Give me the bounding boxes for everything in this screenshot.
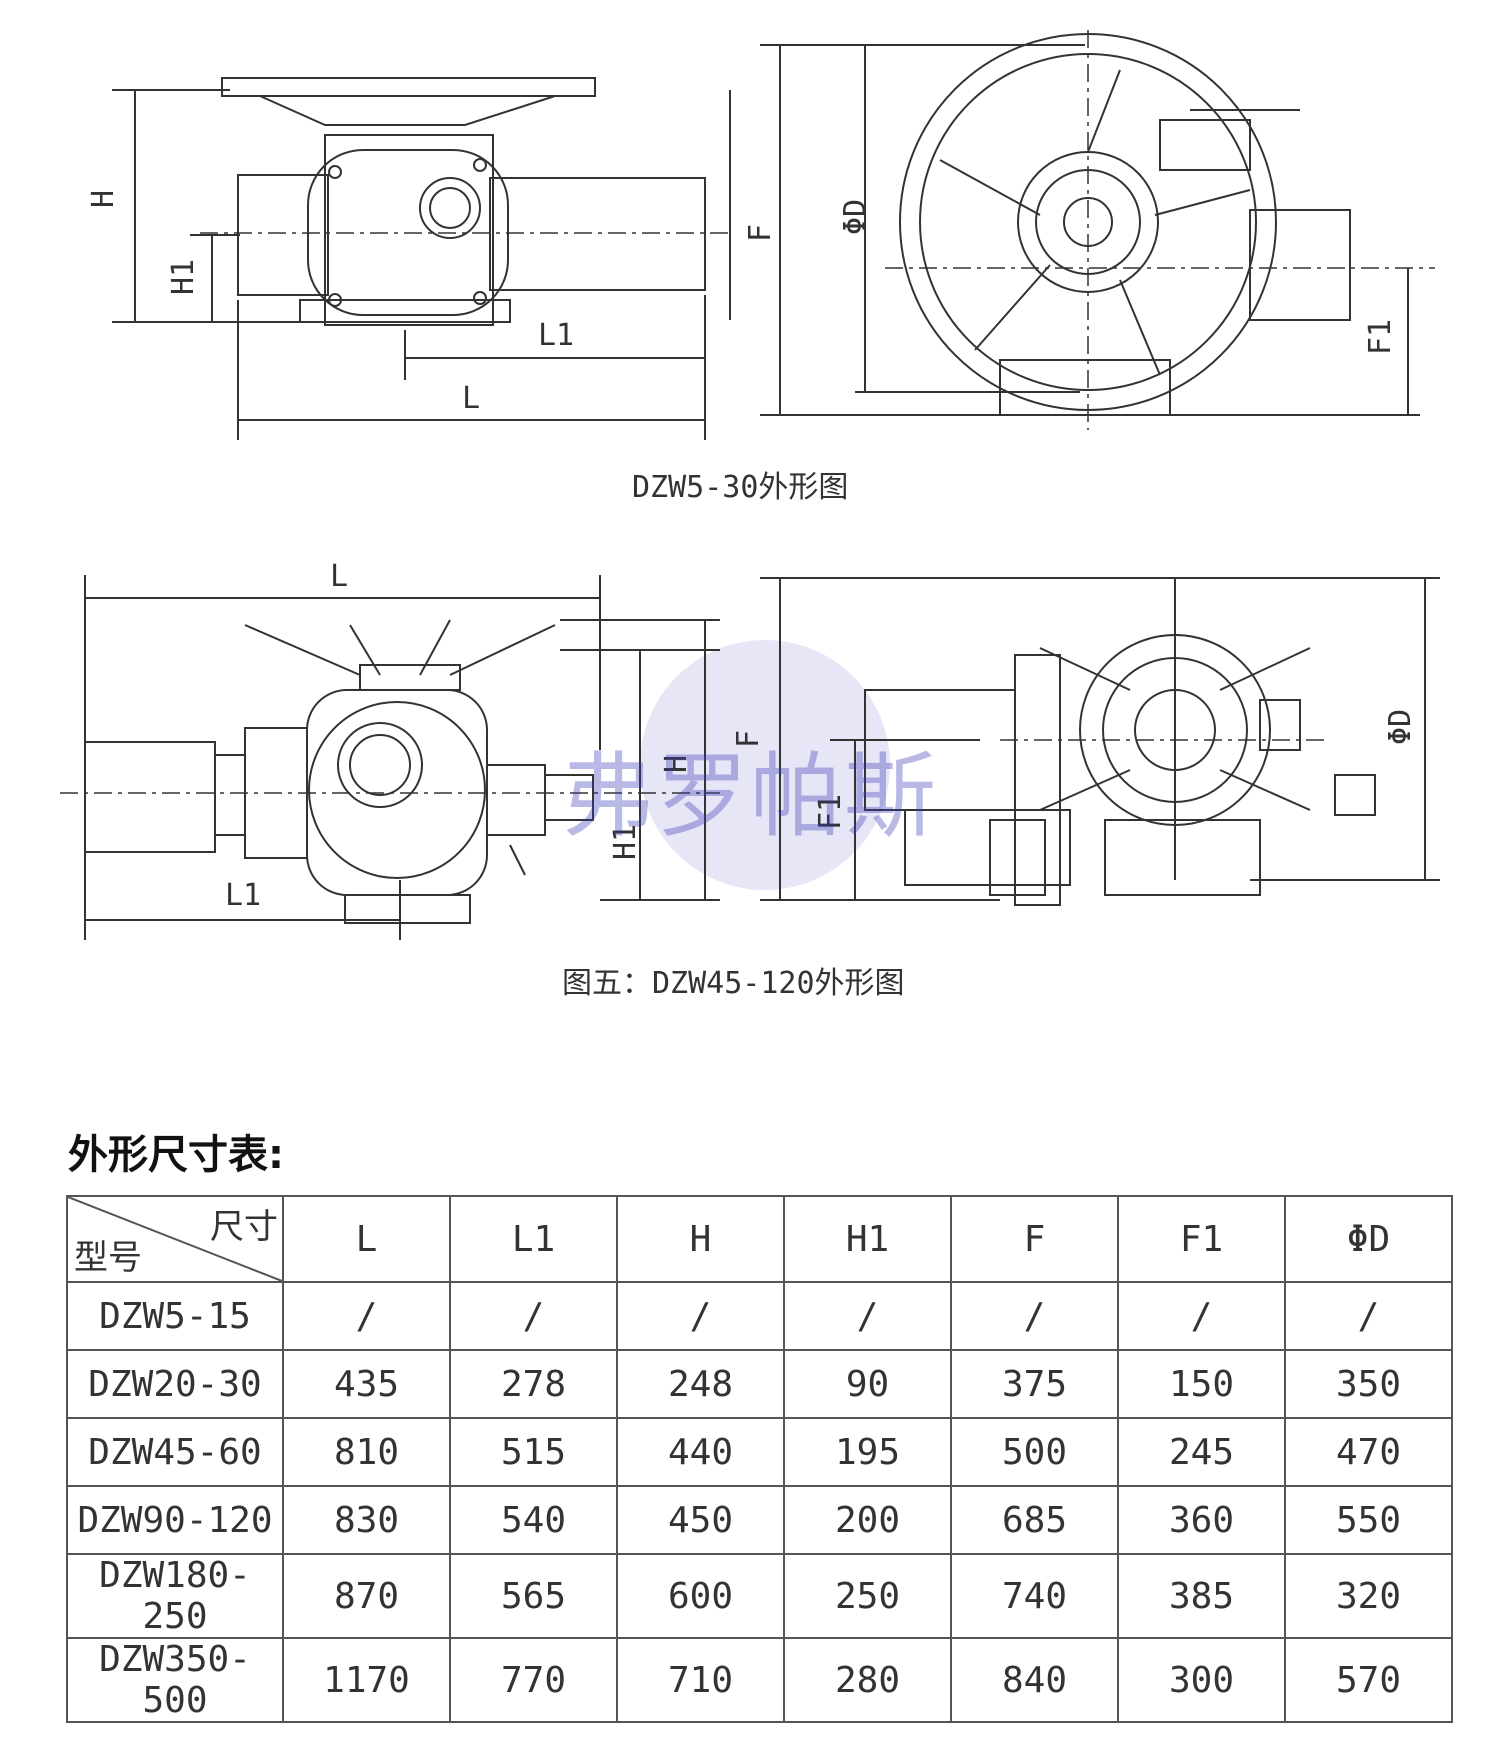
value-cell: 540 [449,1485,618,1555]
value-cell: 195 [783,1417,952,1487]
table-row: DZW180-250 870 565 600 250 740 385 320 [66,1553,1453,1639]
watermark-disc [640,640,890,890]
value-cell: 810 [282,1417,451,1487]
value-cell: 300 [1117,1637,1286,1723]
model-cell: DZW180-250 [66,1553,284,1639]
column-header: F [950,1195,1119,1283]
value-cell: 280 [783,1637,952,1723]
table-row: DZW45-60 810 515 440 195 500 245 470 [66,1417,1453,1487]
table-row: DZW350-500 1170 770 710 280 840 300 570 [66,1637,1453,1723]
value-cell: 200 [783,1485,952,1555]
dimension-table: 尺寸 型号 L L1 H H1 F F1 ΦD DZW5-15 / / / / … [66,1195,1453,1723]
value-cell: 570 [1284,1637,1453,1723]
dim-label-H1: H1 [166,259,201,295]
value-cell: 600 [616,1553,785,1639]
dim-label-phiD: ΦD [838,199,873,235]
value-cell: 450 [616,1485,785,1555]
dim-label-L1: L1 [538,318,574,353]
dim-label-H: H [86,190,121,208]
value-cell: 500 [950,1417,1119,1487]
column-header: H1 [783,1195,952,1283]
value-cell: 515 [449,1417,618,1487]
value-cell: 320 [1284,1553,1453,1639]
column-header: ΦD [1284,1195,1453,1283]
table-header-row: 尺寸 型号 L L1 H H1 F F1 ΦD [66,1195,1453,1283]
corner-label-size: 尺寸 [210,1207,278,1247]
value-cell: 470 [1284,1417,1453,1487]
drawing1-caption: DZW5-30外形图 [632,470,849,505]
value-cell: 1170 [282,1637,451,1723]
value-cell: 830 [282,1485,451,1555]
table-row: DZW5-15 / / / / / / / [66,1281,1453,1351]
dim2-label-H1: H1 [608,824,643,860]
column-header: H [616,1195,785,1283]
value-cell: 278 [449,1349,618,1419]
drawing2-caption: 图五：DZW45-120外形图 [562,966,905,1001]
value-cell: 870 [282,1553,451,1639]
value-cell: 710 [616,1637,785,1723]
corner-label-model: 型号 [74,1238,142,1278]
value-cell: 150 [1117,1349,1286,1419]
dim2-label-L: L [330,559,348,594]
value-cell: 385 [1117,1553,1286,1639]
model-cell: DZW45-60 [66,1417,284,1487]
model-cell: DZW90-120 [66,1485,284,1555]
value-cell: 248 [616,1349,785,1419]
value-cell: 840 [950,1637,1119,1723]
table-corner-cell: 尺寸 型号 [66,1195,284,1283]
column-header: L1 [449,1195,618,1283]
dim2-label-H: H [659,755,694,773]
model-cell: DZW350-500 [66,1637,284,1723]
table-row: DZW20-30 435 278 248 90 375 150 350 [66,1349,1453,1419]
value-cell: 435 [282,1349,451,1419]
value-cell: / [1117,1281,1286,1351]
column-header: F1 [1117,1195,1286,1283]
drawing-dzw5-30: H H1 L1 L F ΦD F1 [86,30,1435,440]
model-cell: DZW20-30 [66,1349,284,1419]
value-cell: 250 [783,1553,952,1639]
watermark-text: 弗罗帕斯 [562,743,939,850]
value-cell: 565 [449,1553,618,1639]
value-cell: 350 [1284,1349,1453,1419]
value-cell: 685 [950,1485,1119,1555]
value-cell: / [282,1281,451,1351]
dim2-label-F: F [731,730,766,748]
value-cell: / [616,1281,785,1351]
model-cell: DZW5-15 [66,1281,284,1351]
value-cell: 375 [950,1349,1119,1419]
value-cell: / [1284,1281,1453,1351]
dim2-label-L1: L1 [225,878,261,913]
dim-label-L: L [462,381,480,416]
value-cell: 245 [1117,1417,1286,1487]
value-cell: 90 [783,1349,952,1419]
value-cell: / [783,1281,952,1351]
value-cell: 440 [616,1417,785,1487]
value-cell: 360 [1117,1485,1286,1555]
table-row: DZW90-120 830 540 450 200 685 360 550 [66,1485,1453,1555]
drawing-dzw45-120: L L1 F H H1 F1 ΦD [60,559,1440,940]
value-cell: 740 [950,1553,1119,1639]
value-cell: / [449,1281,618,1351]
dim2-label-F1: F1 [813,794,848,830]
table-title: 外形尺寸表: [68,1132,284,1178]
value-cell: 550 [1284,1485,1453,1555]
column-header: L [282,1195,451,1283]
value-cell: / [950,1281,1119,1351]
value-cell: 770 [449,1637,618,1723]
dim2-label-phiD: ΦD [1383,709,1418,745]
dim-label-F1: F1 [1363,319,1398,355]
dim-label-F: F [743,224,778,242]
